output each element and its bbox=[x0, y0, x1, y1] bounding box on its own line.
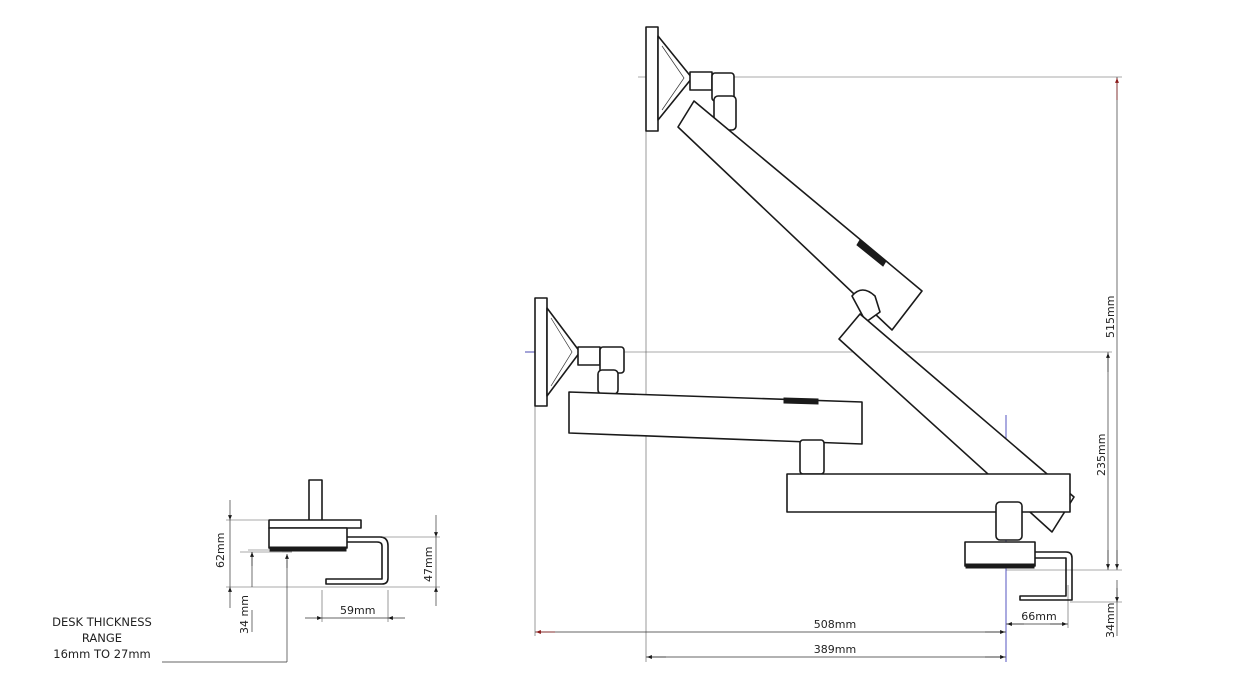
desk-range-label: RANGE bbox=[82, 631, 122, 645]
dim-34mm: 34mm bbox=[1104, 603, 1117, 638]
dim-34mm-detail: 34 mm bbox=[238, 595, 251, 634]
dim-389mm: 389mm bbox=[814, 643, 856, 656]
dim-235mm: 235mm bbox=[1095, 434, 1108, 476]
desk-thickness-label: DESK THICKNESS bbox=[52, 615, 152, 629]
desk-range-values: 16mm TO 27mm bbox=[53, 647, 150, 661]
dim-59mm: 59mm bbox=[340, 604, 375, 617]
base-post bbox=[995, 501, 1023, 541]
base-clamp-shadow bbox=[965, 563, 1035, 569]
main-dimensions: 515mm 235mm 34mm 508mm 389mm 66mm bbox=[535, 77, 1119, 659]
lower-tilt-head bbox=[599, 346, 625, 374]
dim-66mm: 66mm bbox=[1021, 610, 1056, 623]
lower-forearm bbox=[568, 391, 863, 445]
lower-elbow-joint bbox=[799, 439, 825, 475]
base-clamp-body bbox=[964, 541, 1036, 567]
upper-elbow-joint bbox=[851, 289, 881, 323]
dim-62mm: 62mm bbox=[214, 533, 227, 568]
dim-508mm: 508mm bbox=[814, 618, 856, 631]
monitor-arm-upper bbox=[645, 26, 1075, 533]
clamp-pole bbox=[308, 479, 323, 523]
upper-vesa-plate bbox=[645, 26, 659, 132]
lower-base-arm bbox=[786, 473, 1071, 513]
clamp-detail: 62mm 47mm 34 mm 59mm DESK THICKNESS RANG… bbox=[52, 479, 440, 663]
base-clamp bbox=[964, 501, 1073, 601]
dim-515mm: 515mm bbox=[1104, 296, 1117, 338]
upper-forearm bbox=[677, 100, 923, 331]
monitor-arm-lower bbox=[534, 297, 1071, 513]
clamp-top-plate bbox=[268, 519, 362, 529]
upper-vesa-bracket bbox=[657, 35, 693, 121]
clamp-body bbox=[268, 527, 348, 549]
dim-47mm: 47mm bbox=[422, 547, 435, 582]
clamp-body-shadow bbox=[269, 546, 347, 552]
clamp-hook bbox=[325, 536, 389, 585]
base-clamp-hook bbox=[1019, 551, 1073, 601]
lower-vesa-bracket bbox=[546, 307, 581, 397]
lower-vesa-plate bbox=[534, 297, 548, 407]
